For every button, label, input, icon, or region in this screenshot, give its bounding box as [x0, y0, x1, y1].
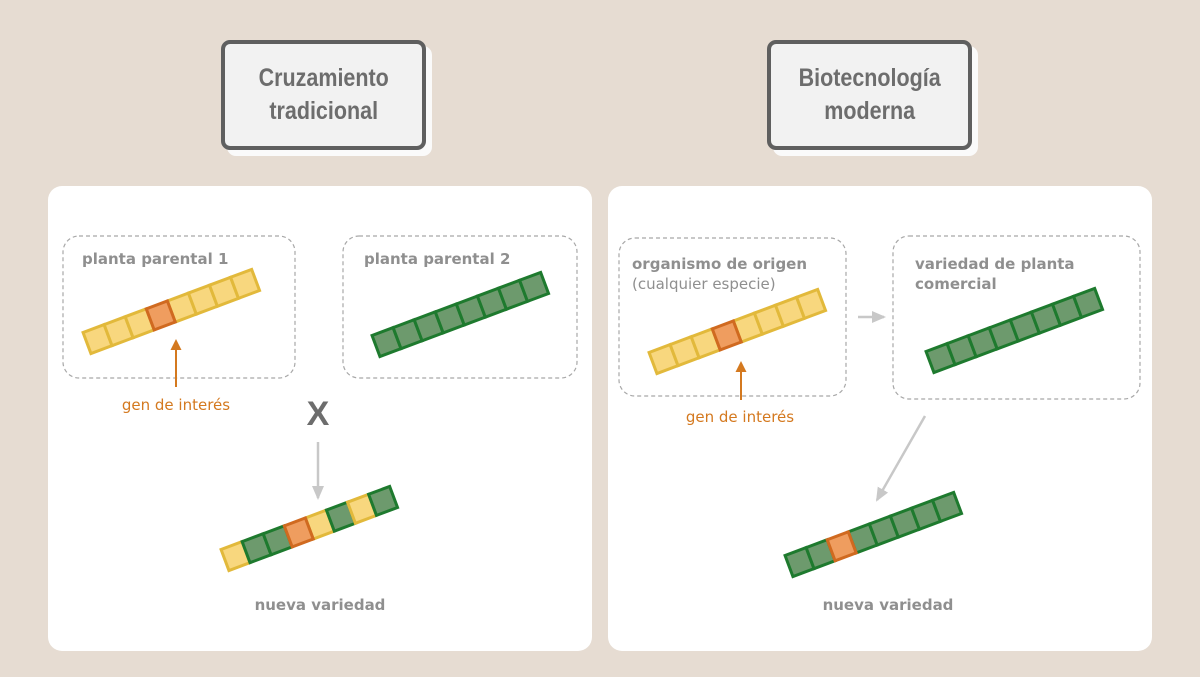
- label-parent1: planta parental 1: [82, 250, 228, 268]
- label-result-left: nueva variedad: [255, 596, 386, 614]
- gene-cell-orange: [282, 516, 316, 549]
- chromosome-source: [647, 287, 828, 376]
- label-gene-left: gen de interés: [122, 396, 230, 414]
- chromosome-parent1: [81, 267, 262, 356]
- cross-symbol: X: [307, 395, 330, 433]
- dashed-box-commercial: [892, 235, 1141, 400]
- title-box-cruzamiento: Cruzamiento tradicional: [221, 40, 426, 150]
- dashed-box-parent2: [342, 235, 578, 379]
- chromosome-biotech-result: [783, 490, 964, 579]
- gene-cell-green: [517, 270, 551, 304]
- chromosome-commercial: [924, 286, 1105, 375]
- label-source-line1: organismo de origen: [632, 255, 807, 273]
- gene-cell-yellow: [794, 287, 828, 321]
- label-result-right: nueva variedad: [823, 596, 954, 614]
- label-parent2: planta parental 2: [364, 250, 510, 268]
- gene-cell-orange: [144, 299, 178, 332]
- gene-cell-orange: [710, 319, 744, 352]
- gene-cell-green: [930, 490, 964, 524]
- panel-biotecnologia: [608, 186, 1152, 651]
- panel-cruzamiento: [48, 186, 592, 651]
- dashed-box-parent1: [62, 235, 296, 379]
- title-box-biotecnologia: Biotecnología moderna: [767, 40, 972, 150]
- label-source-line2: (cualquier especie): [632, 275, 776, 293]
- chromosome-cross-result: [219, 484, 400, 573]
- gene-cell-green: [366, 484, 400, 518]
- label-commercial-line2: comercial: [915, 275, 997, 293]
- title-biotecnologia-moderna: Biotecnología moderna: [798, 64, 941, 125]
- title-cruzamiento-tradicional: Cruzamiento tradicional: [258, 64, 389, 125]
- dashed-box-source: [618, 237, 847, 397]
- gene-cell-yellow: [228, 267, 262, 301]
- gene-cell-orange: [825, 529, 859, 563]
- label-commercial-line1: variedad de planta: [915, 255, 1075, 273]
- chromosome-parent2: [370, 270, 551, 359]
- label-gene-right: gen de interés: [686, 408, 794, 426]
- gene-cell-green: [1071, 286, 1105, 320]
- arrow-commercial-to-result: [875, 415, 927, 502]
